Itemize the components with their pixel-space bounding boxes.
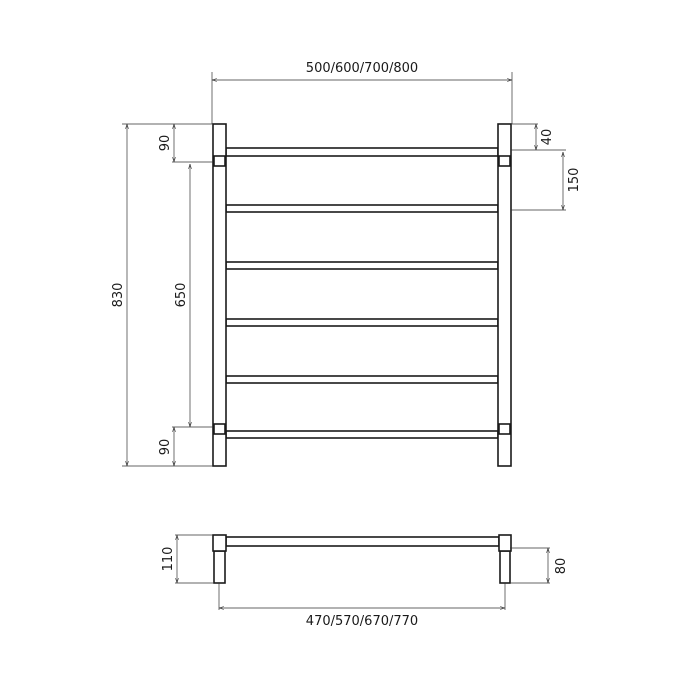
bar-spacing-label: 150 [567, 168, 582, 193]
rail-2 [225, 204, 499, 213]
top-bar-offset-label: 40 [540, 129, 555, 146]
overall-height-label: 830 [111, 283, 126, 308]
side-rail [225, 536, 500, 547]
left-top-bracket [213, 155, 226, 167]
rail-4 [225, 318, 499, 327]
side-right-post [499, 550, 511, 584]
left-post [212, 123, 227, 467]
inner-width-label: 470/570/670/770 [306, 614, 418, 629]
front-dimensions: 500/600/700/800 830 90 650 90 40 150 [111, 61, 582, 467]
rail-1 [225, 147, 499, 157]
rails [225, 147, 499, 439]
right-top-bracket [498, 155, 511, 167]
bottom-offset-label: 90 [158, 439, 173, 456]
right-post [497, 123, 512, 467]
rail-5 [225, 375, 499, 384]
post-height-label: 80 [554, 558, 569, 575]
depth-label: 110 [161, 547, 176, 572]
rail-6 [225, 430, 499, 439]
rail-3 [225, 261, 499, 270]
side-left-cap [212, 534, 227, 552]
bar-span-label: 650 [174, 283, 189, 308]
side-view [212, 534, 512, 584]
left-bottom-bracket [213, 423, 226, 435]
right-bottom-bracket [498, 423, 511, 435]
overall-width-label: 500/600/700/800 [306, 61, 418, 76]
side-left-post [213, 550, 226, 584]
top-offset-label: 90 [158, 135, 173, 152]
side-right-cap [498, 534, 512, 552]
side-dimensions: 110 80 470/570/670/770 [161, 534, 569, 629]
front-view [212, 123, 512, 467]
